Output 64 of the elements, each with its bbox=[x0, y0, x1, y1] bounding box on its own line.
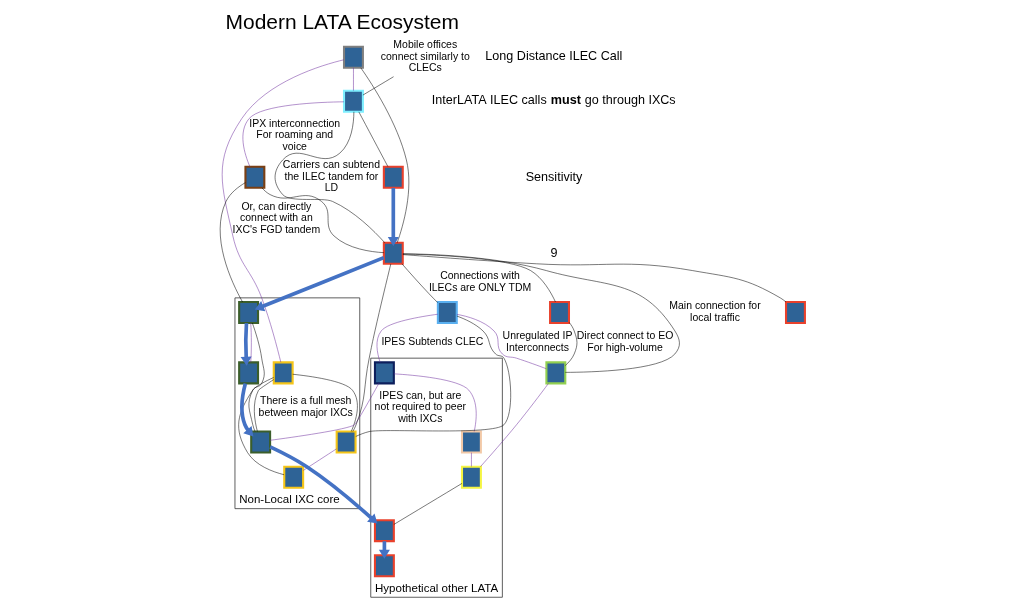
arrow bbox=[387, 187, 399, 247]
edge-label: Connections with ILECs are ONLY TDM bbox=[428, 270, 531, 293]
connector bbox=[249, 322, 252, 363]
edge-label: Direct connect to EO For high-volume bbox=[576, 330, 673, 353]
connector bbox=[470, 452, 472, 467]
connector bbox=[402, 254, 786, 303]
connector bbox=[402, 253, 556, 303]
node-box bbox=[237, 361, 259, 385]
edge-label: IPES Subtends CLEC bbox=[380, 336, 483, 348]
node-box bbox=[243, 165, 265, 189]
connector bbox=[248, 322, 265, 432]
connector bbox=[237, 377, 284, 475]
node-box bbox=[382, 165, 404, 189]
node-box bbox=[342, 45, 364, 69]
arrow bbox=[268, 445, 377, 524]
edge-label: Or, can directly connect with an IXC's FGD tandem bbox=[232, 200, 320, 235]
node-box bbox=[272, 361, 294, 385]
node-box bbox=[460, 465, 482, 489]
node-box bbox=[544, 361, 566, 385]
node-box bbox=[460, 430, 482, 454]
connector bbox=[302, 448, 337, 471]
edge-label: IPES can, but are not required to peer with IXCs bbox=[374, 389, 466, 424]
connector bbox=[274, 111, 385, 243]
connector bbox=[291, 374, 358, 432]
label: 9 bbox=[550, 245, 558, 260]
node-box bbox=[237, 301, 259, 325]
connector bbox=[376, 314, 438, 363]
node-box bbox=[249, 430, 271, 454]
edge-label: Carriers can subtend the ILEC tandem for LD bbox=[282, 159, 380, 194]
node-box bbox=[342, 89, 364, 113]
connector bbox=[354, 315, 511, 437]
node-box bbox=[382, 241, 404, 265]
arrow bbox=[239, 382, 253, 437]
label: Sensitivity bbox=[525, 169, 582, 184]
node-box bbox=[282, 465, 304, 489]
node-box bbox=[373, 519, 395, 543]
connector bbox=[269, 383, 379, 441]
arrow bbox=[240, 323, 252, 366]
connector bbox=[479, 383, 549, 467]
node-box bbox=[373, 554, 395, 578]
edge-label: There is a full mesh between major IXCs bbox=[258, 395, 353, 418]
connector bbox=[253, 379, 274, 432]
connector bbox=[402, 253, 680, 373]
label: Long Distance ILEC Call bbox=[484, 49, 622, 64]
connector bbox=[393, 373, 476, 432]
node-text: Mobile offices connect similarly to CLECs bbox=[380, 39, 470, 74]
connector bbox=[352, 67, 354, 91]
connector bbox=[221, 59, 344, 363]
connector bbox=[242, 101, 344, 167]
node-box bbox=[548, 301, 570, 325]
node-box bbox=[436, 301, 458, 325]
node-box bbox=[335, 430, 357, 454]
connector bbox=[456, 314, 547, 369]
diagram-title: Modern LATA Ecosystem bbox=[225, 10, 459, 34]
node-box bbox=[784, 301, 806, 325]
label: InterLATA ILEC calls must go through IXCs bbox=[431, 92, 676, 107]
connector bbox=[352, 263, 391, 432]
connector bbox=[219, 182, 246, 303]
edge-label: Main connection for local traffic bbox=[668, 300, 761, 323]
node-box bbox=[373, 361, 395, 385]
arrow bbox=[254, 255, 384, 312]
edge-label: IPX interconnection For roaming and voice bbox=[248, 117, 340, 153]
connector bbox=[261, 187, 384, 253]
edge-label: Unregulated IP Interconnects bbox=[502, 330, 572, 353]
